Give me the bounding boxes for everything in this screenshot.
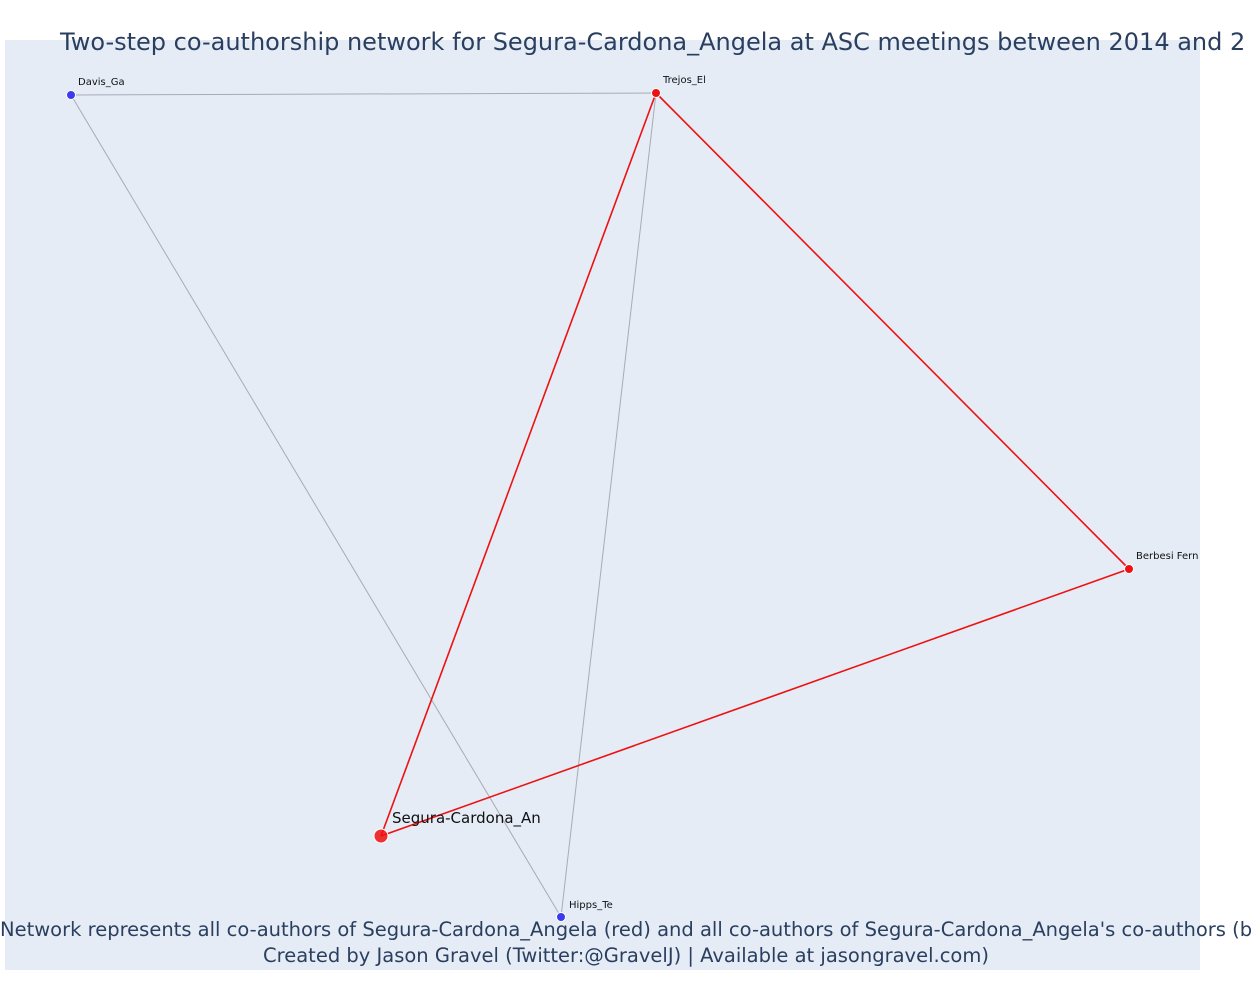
node-label-hipps: Hipps_Te (569, 900, 613, 911)
edge-trejos-berbesi (655, 92, 1130, 570)
edge-trejos-hipps (560, 92, 657, 918)
node-label-trejos: Trejos_El (662, 75, 706, 86)
node-segura[interactable] (373, 828, 389, 844)
caption-line-1: Network represents all co-authors of Seg… (0, 918, 1252, 941)
node-trejos[interactable] (651, 88, 661, 98)
node-label-berbesi: Berbesi Fern (1136, 551, 1198, 562)
edge-davis-hipps (70, 94, 562, 918)
chart-title: Two-step co-authorship network for Segur… (60, 28, 1246, 56)
node-davis[interactable] (66, 90, 76, 100)
plot-area (5, 40, 1200, 970)
caption-line-2: Created by Jason Gravel (Twitter:@Gravel… (263, 944, 989, 967)
node-label-davis: Davis_Ga (78, 77, 125, 88)
edge-segura-trejos (380, 92, 657, 837)
edges-layer (70, 92, 1130, 918)
node-berbesi[interactable] (1124, 564, 1134, 574)
edge-segura-berbesi (380, 568, 1130, 837)
nodes-layer (66, 88, 1134, 922)
node-hipps[interactable] (556, 912, 566, 922)
edge-davis-trejos (70, 92, 657, 96)
node-label-segura: Segura-Cardona_An (392, 809, 541, 828)
